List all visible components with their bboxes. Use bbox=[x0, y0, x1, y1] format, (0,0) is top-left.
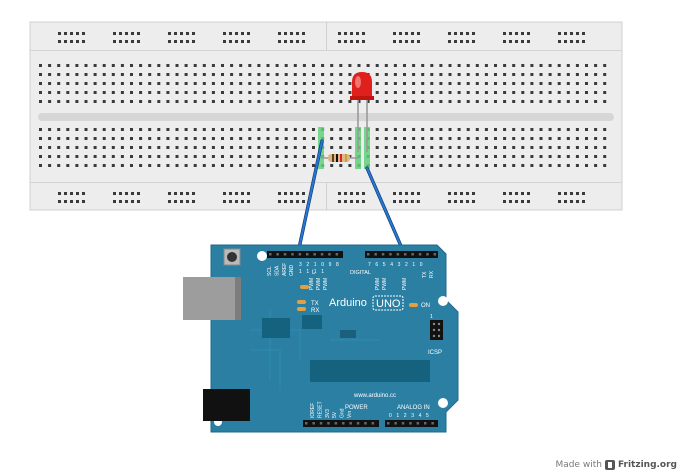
pin-number: 1 bbox=[321, 269, 324, 275]
header-power bbox=[303, 420, 379, 427]
arduino-uno-board: L TX RX Arduino UNO ON ICSP 1 www.arduin… bbox=[183, 244, 459, 433]
uno-logo-frame bbox=[372, 295, 404, 311]
mounting-hole bbox=[438, 296, 448, 306]
label-pwm-11: PWM bbox=[309, 278, 315, 290]
power-jack bbox=[203, 389, 250, 421]
pin-number: 1 bbox=[306, 269, 309, 275]
microcontroller-chip bbox=[310, 360, 430, 382]
label-on: ON bbox=[421, 303, 430, 309]
pin-label-gnd: GND bbox=[289, 265, 295, 277]
pin-number: 1 bbox=[314, 269, 317, 275]
pin-label-scl: SCL bbox=[267, 266, 273, 276]
pin-number: 2 bbox=[306, 262, 309, 268]
resistor bbox=[321, 154, 359, 162]
uno-model: UNO bbox=[376, 298, 401, 310]
power-pin-gnd: Gnd bbox=[340, 408, 346, 418]
label-l: L bbox=[312, 270, 316, 276]
terminal-strip-bottom bbox=[39, 128, 607, 167]
header-digital-low bbox=[365, 251, 438, 258]
pin-number: 3 bbox=[398, 262, 401, 268]
led-rx-indicator bbox=[297, 307, 306, 311]
fritzing-footer: Made with Fritzing.org bbox=[555, 460, 677, 470]
label-pwm-9: PWM bbox=[323, 278, 329, 290]
label-analog-in: ANALOG IN bbox=[397, 405, 430, 411]
wire-pin13 bbox=[365, 166, 406, 255]
label-power: POWER bbox=[345, 405, 368, 411]
analog-pin-number: 5 bbox=[426, 413, 429, 419]
label-pwm-5: PWM bbox=[382, 278, 388, 290]
analog-pin-number: 0 bbox=[389, 413, 392, 419]
label-rx: RX bbox=[311, 308, 319, 314]
pin-number: 0 bbox=[420, 262, 423, 268]
pin-number: 5 bbox=[383, 262, 386, 268]
pin-label-sda: SDA bbox=[274, 265, 280, 276]
wire-gnd bbox=[296, 139, 324, 255]
label-icsp: ICSP bbox=[428, 350, 442, 356]
breadboard-center-channel bbox=[38, 113, 614, 121]
label-digital: DIGITAL bbox=[350, 270, 371, 276]
power-pin-ioref: IOREF bbox=[310, 403, 316, 418]
pin-number: 6 bbox=[375, 262, 378, 268]
fritzing-logo-icon bbox=[604, 460, 615, 470]
board-url: www.arduino.cc bbox=[353, 393, 396, 399]
pin-number: 4 bbox=[390, 262, 393, 268]
pin-number: 1 bbox=[412, 262, 415, 268]
breadboard bbox=[29, 21, 623, 211]
pin-number: 1 bbox=[299, 269, 302, 275]
power-pin-5v: 5V bbox=[332, 411, 338, 418]
power-pin-3v3: 3V3 bbox=[325, 409, 331, 418]
fritzing-brand[interactable]: Fritzing.org bbox=[617, 460, 677, 470]
analog-pin-number: 3 bbox=[411, 413, 414, 419]
terminal-strip-top bbox=[39, 64, 607, 103]
label-icsp-pin1: 1 bbox=[430, 314, 433, 320]
made-with-text: Made with bbox=[555, 460, 602, 470]
label-rx-pin: RX bbox=[429, 270, 435, 278]
pin-number: 8 bbox=[336, 262, 339, 268]
analog-pin-number: 4 bbox=[419, 413, 422, 419]
pin-label-aref: AREF bbox=[282, 263, 288, 276]
icsp-header bbox=[430, 320, 443, 340]
power-rail-bottom bbox=[58, 192, 585, 203]
label-tx-pin: TX bbox=[422, 271, 428, 278]
pin-number: 2 bbox=[405, 262, 408, 268]
power-pin-vin: Vin bbox=[347, 411, 353, 418]
pin-number: 1 bbox=[314, 262, 317, 268]
led-l-indicator bbox=[300, 285, 309, 289]
mounting-hole bbox=[438, 398, 448, 408]
power-rail-top bbox=[58, 32, 585, 43]
pin-number: 0 bbox=[321, 262, 324, 268]
usb-chip bbox=[262, 318, 290, 338]
label-pwm-3: PWM bbox=[402, 278, 408, 290]
header-digital-high bbox=[267, 251, 343, 258]
analog-pin-number: 1 bbox=[396, 413, 399, 419]
arduino-brand: Arduino bbox=[329, 297, 367, 309]
pin-number: 9 bbox=[329, 262, 332, 268]
usb-connector bbox=[183, 277, 241, 320]
pin-number: 7 bbox=[368, 262, 371, 268]
label-pwm-10: PWM bbox=[316, 278, 322, 290]
led-on-indicator bbox=[409, 303, 418, 307]
red-led bbox=[350, 72, 374, 152]
led-tx-indicator bbox=[297, 300, 306, 304]
pin-number: 3 bbox=[299, 262, 302, 268]
power-pin-reset: RESET bbox=[317, 401, 323, 418]
label-tx: TX bbox=[311, 301, 319, 307]
analog-pin-number: 2 bbox=[404, 413, 407, 419]
label-pwm-6: PWM bbox=[375, 278, 381, 290]
mounting-hole bbox=[257, 251, 267, 261]
